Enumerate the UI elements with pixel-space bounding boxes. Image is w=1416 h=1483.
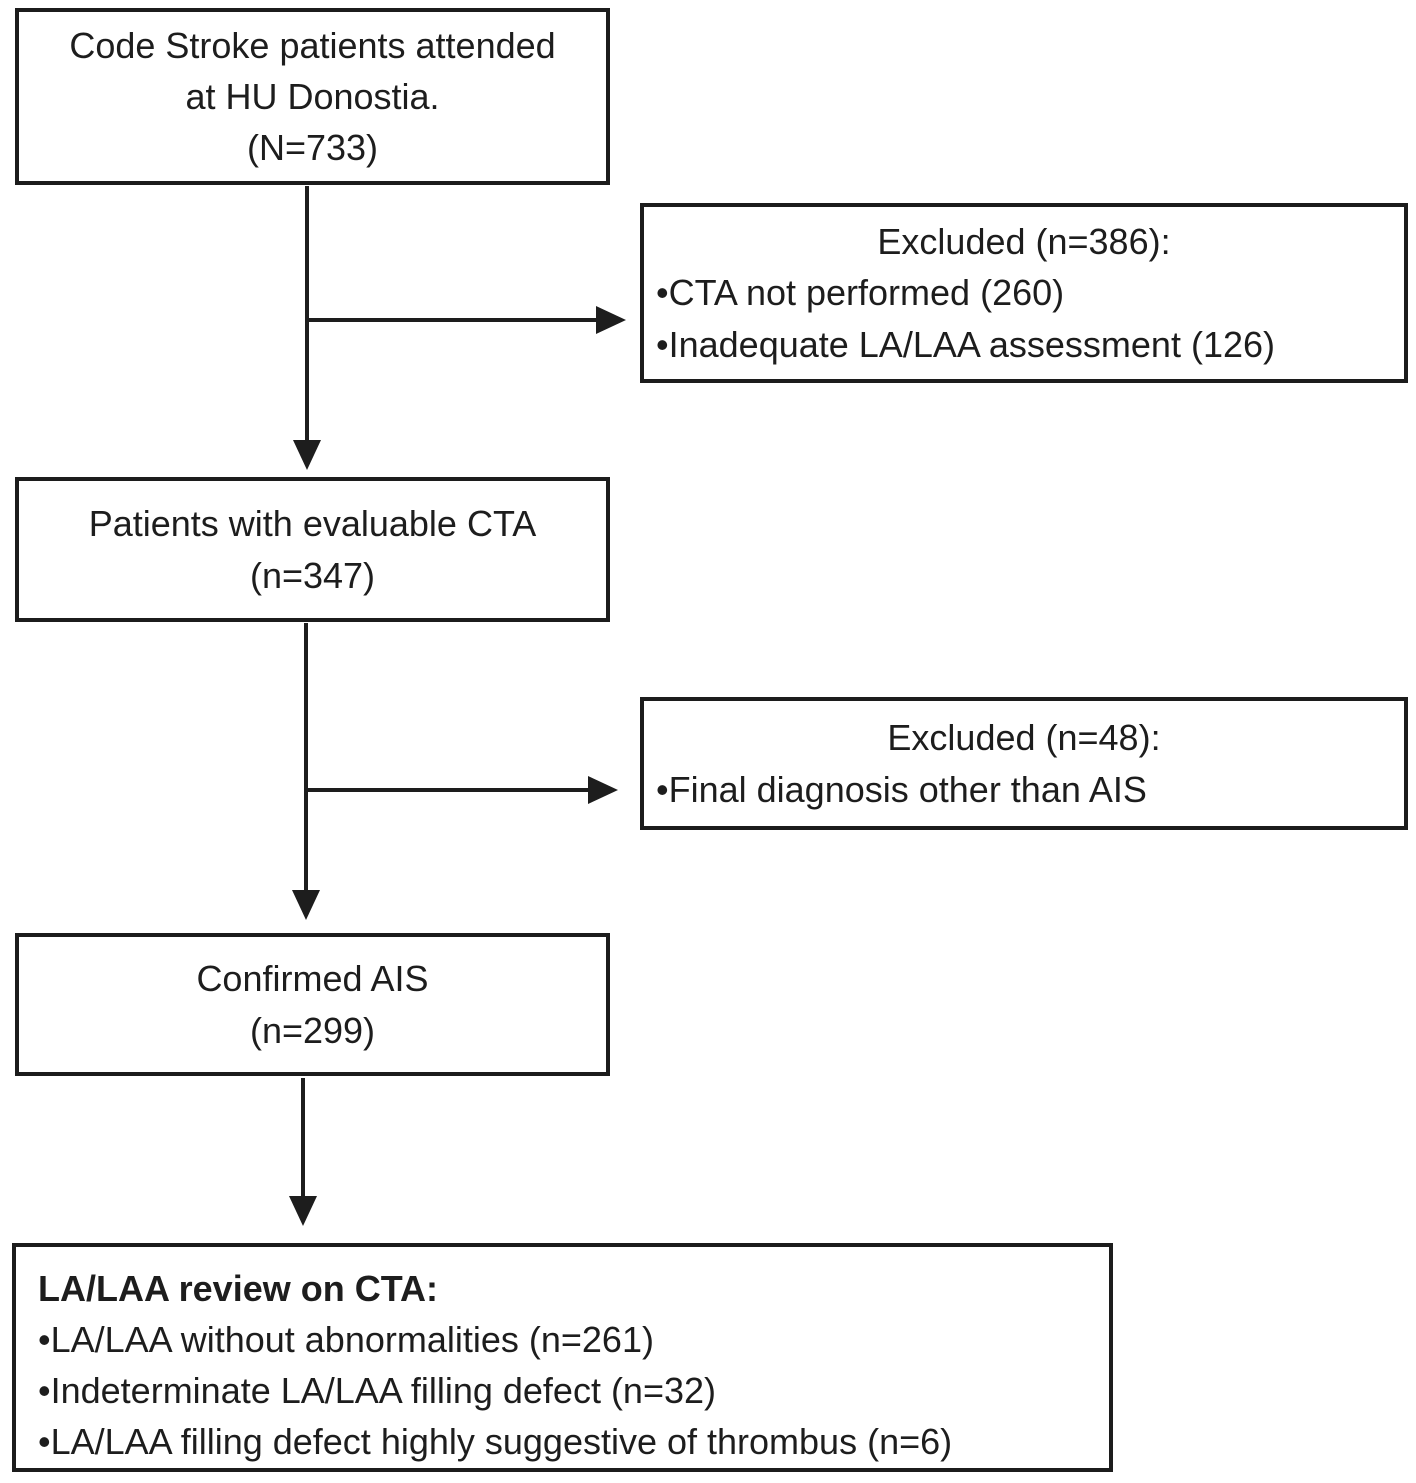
box-confirmed-ais: Confirmed AIS (n=299)	[15, 933, 610, 1076]
box-initial-cohort: Code Stroke patients attended at HU Dono…	[15, 8, 610, 185]
box-evaluable-cta: Patients with evaluable CTA (n=347)	[15, 477, 610, 622]
box-confirmed-ais-count: (n=299)	[249, 1009, 376, 1051]
box-initial-count: (N=733)	[246, 127, 379, 169]
box-la-laa-review-bullet-3-text: LA/LAA filling defect highly suggestive …	[50, 1421, 953, 1463]
bullet-icon: •	[38, 1421, 51, 1463]
box-excluded-cta-bullet-1-text: CTA not performed (260)	[668, 272, 1065, 314]
box-initial-line-2: at HU Donostia.	[185, 75, 440, 117]
box-la-laa-review-bullet-1: •LA/LAA without abnormalities (n=261)	[38, 1314, 1093, 1365]
box-la-laa-review-title: LA/LAA review on CTA:	[38, 1268, 439, 1309]
arrow-branch-to-excluded-ais	[306, 776, 618, 804]
box-excluded-ais: Excluded (n=48): •Final diagnosis other …	[640, 697, 1408, 830]
box-initial-line-1: Code Stroke patients attended	[69, 24, 556, 66]
box-excluded-ais-bullet-1-text: Final diagnosis other than AIS	[668, 768, 1147, 810]
bullet-icon: •	[656, 768, 669, 810]
bullet-icon: •	[38, 1319, 51, 1361]
box-evaluable-cta-line-1: Patients with evaluable CTA	[88, 503, 537, 545]
box-excluded-cta-bullet-2: •Inadequate LA/LAA assessment (126)	[656, 319, 1392, 370]
bullet-icon: •	[656, 323, 669, 365]
bullet-icon: •	[656, 272, 669, 314]
box-excluded-cta-bullet-2-text: Inadequate LA/LAA assessment (126)	[668, 323, 1276, 365]
box-la-laa-review-bullet-2: •Indeterminate LA/LAA filling defect (n=…	[38, 1365, 1093, 1416]
arrow-branch-to-excluded-cta	[307, 306, 626, 334]
box-la-laa-review-bullet-3: •LA/LAA filling defect highly suggestive…	[38, 1416, 1093, 1467]
box-evaluable-cta-count: (n=347)	[249, 554, 376, 596]
box-excluded-ais-bullet-1: •Final diagnosis other than AIS	[656, 764, 1392, 815]
box-la-laa-review-bullet-2-text: Indeterminate LA/LAA filling defect (n=3…	[50, 1370, 717, 1412]
bullet-icon: •	[38, 1370, 51, 1412]
arrow-evaluable-to-confirmed	[292, 623, 320, 920]
box-confirmed-ais-line-1: Confirmed AIS	[196, 958, 429, 1000]
box-la-laa-review-bullet-1-text: LA/LAA without abnormalities (n=261)	[50, 1319, 654, 1361]
arrow-confirmed-to-review	[289, 1078, 317, 1226]
box-excluded-cta: Excluded (n=386): •CTA not performed (26…	[640, 203, 1408, 383]
box-excluded-ais-title: Excluded (n=48):	[887, 717, 1161, 759]
box-excluded-cta-bullet-1: •CTA not performed (260)	[656, 267, 1392, 318]
box-excluded-cta-title: Excluded (n=386):	[877, 221, 1171, 263]
arrow-initial-to-evaluable	[293, 186, 321, 470]
box-la-laa-review: LA/LAA review on CTA: •LA/LAA without ab…	[12, 1243, 1113, 1472]
